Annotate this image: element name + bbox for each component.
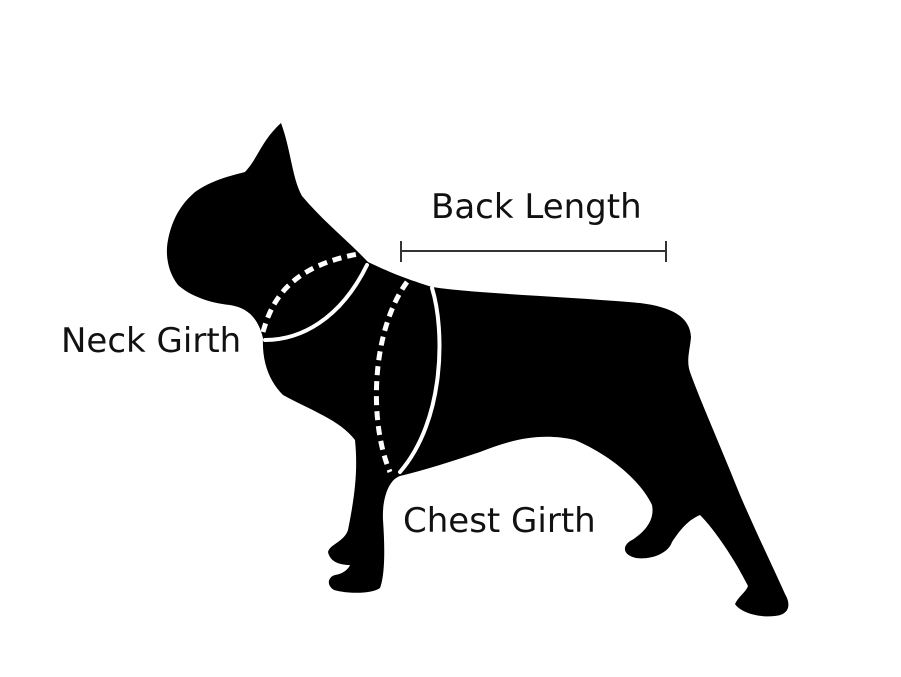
- neck-girth-solid-line: [263, 263, 369, 342]
- chest-girth-dashed-line: [373, 280, 410, 473]
- neck-girth-dashed-line: [260, 250, 365, 333]
- dog-silhouette: [166, 123, 789, 617]
- chest-girth-label: Chest Girth: [403, 501, 596, 541]
- neck-girth-label: Neck Girth: [61, 321, 242, 361]
- chest-girth-solid-line: [398, 286, 442, 474]
- back-length-label: Back Length: [431, 187, 642, 227]
